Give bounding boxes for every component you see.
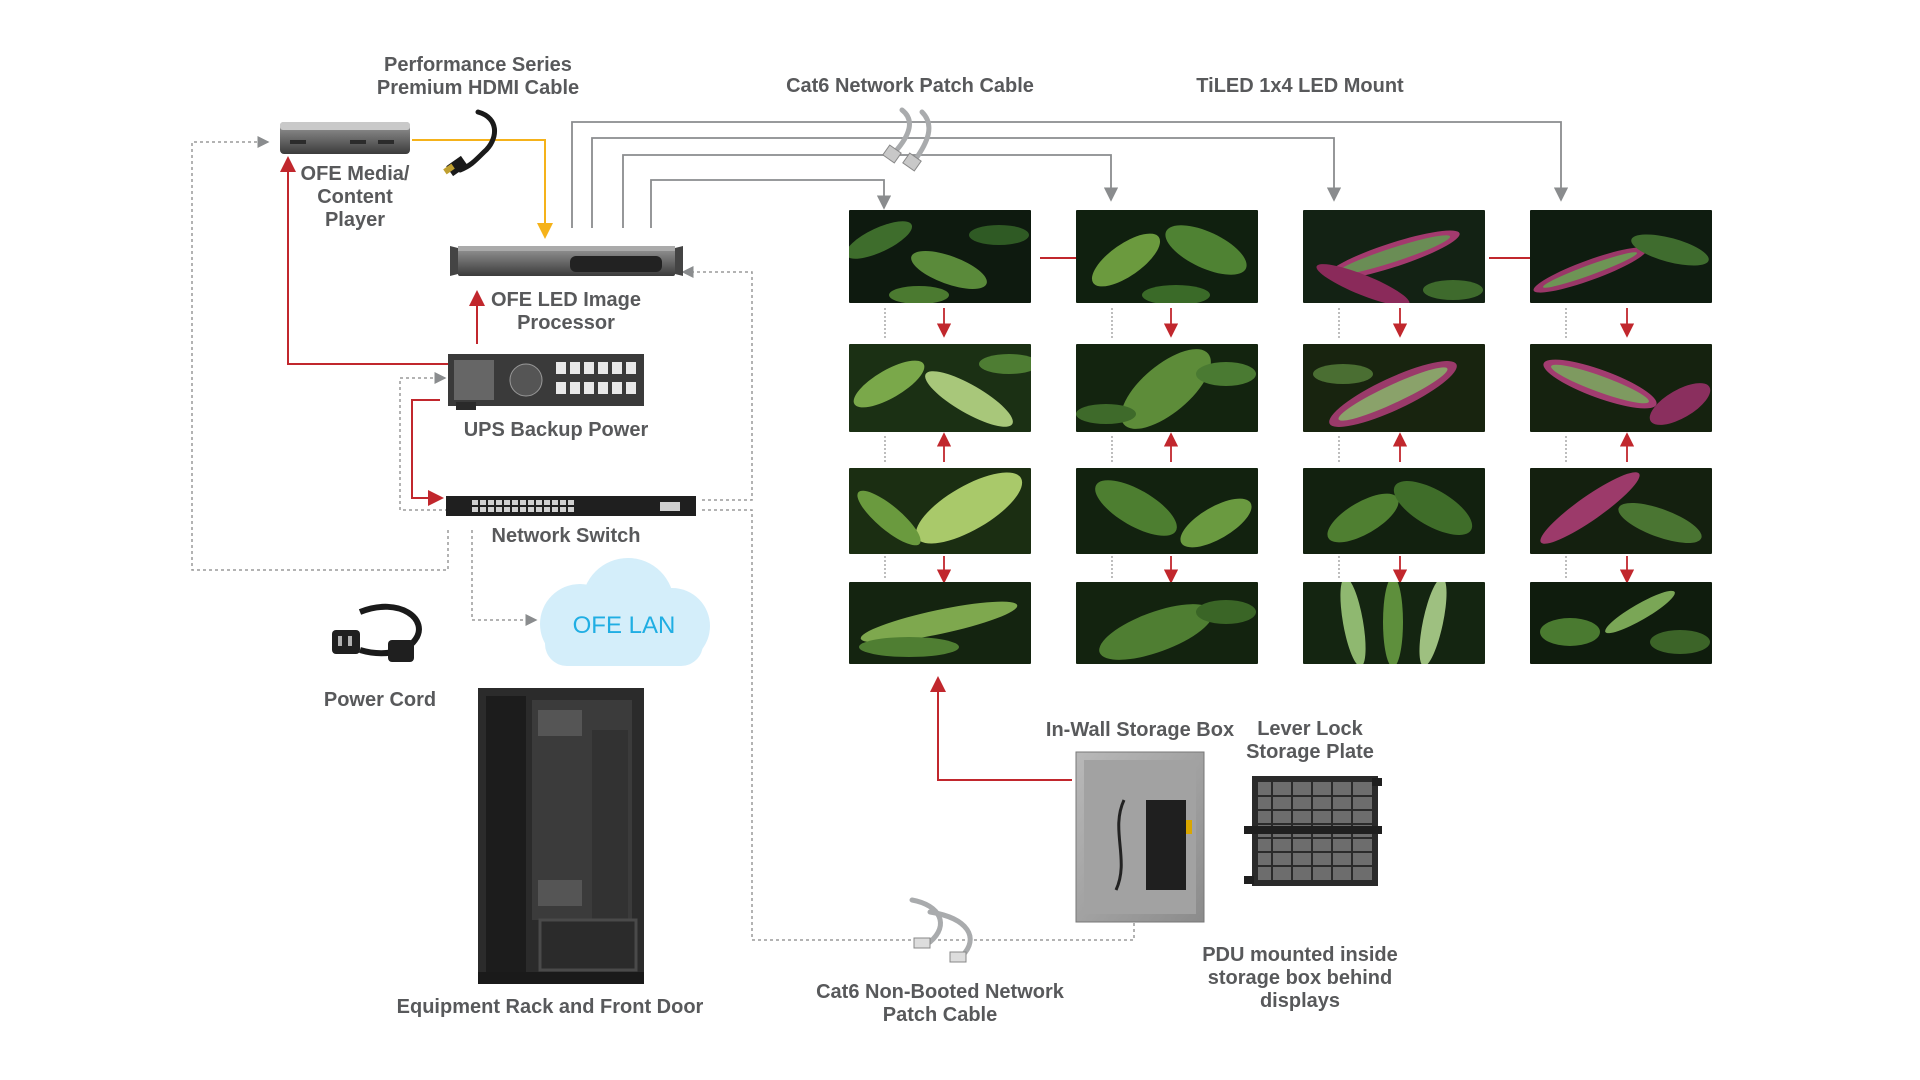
- switch-to-player-line: [191, 136, 449, 571]
- lan-label: OFE LAN: [572, 612, 676, 639]
- ups-label: UPS Backup Power: [463, 419, 649, 441]
- led-panel: [1530, 582, 1712, 664]
- led-panel: [1076, 468, 1258, 554]
- power-lines: [280, 156, 1072, 781]
- led-panel: [1076, 210, 1258, 303]
- power-cord-device: [332, 603, 422, 662]
- switch-to-box-line: [702, 509, 1135, 941]
- power-cord-label: Power Cord: [323, 689, 437, 711]
- hdmi-line: [412, 139, 553, 239]
- network-switch-device: [446, 496, 696, 516]
- hdmi-cable-device: [443, 109, 497, 177]
- switch-to-ups-line: [399, 372, 448, 511]
- lan-cloud: [540, 558, 710, 666]
- led-panel: [849, 582, 1031, 664]
- inwall-box-label: In-Wall Storage Box: [1045, 719, 1235, 741]
- led-panel: [849, 468, 1031, 554]
- led-panel: [1303, 344, 1485, 432]
- lever-lock-plate-device: [1244, 776, 1382, 886]
- image-processor-device: [450, 246, 683, 276]
- inwall-box-device: [1075, 751, 1205, 923]
- cat6-cable-top-device: [882, 107, 932, 172]
- led-panel: [1530, 210, 1712, 303]
- led-panel: [1303, 582, 1485, 664]
- led-panel: [849, 344, 1031, 432]
- led-panel: [1076, 344, 1258, 432]
- switch-to-lan-line: [471, 530, 538, 626]
- processor-to-panel-lines: [571, 121, 1569, 228]
- network-switch-label: Network Switch: [491, 525, 641, 547]
- equipment-rack-device: [478, 688, 644, 984]
- panel-vertical-links: [884, 308, 1635, 584]
- switch-to-processor-line: [681, 266, 753, 501]
- led-panel: [1530, 344, 1712, 432]
- cat6-patch-label: Cat6 Network Patch Cable: [786, 75, 1034, 97]
- equipment-rack-label: Equipment Rack and Front Door: [396, 996, 704, 1018]
- tiled-mount-label: TiLED 1x4 LED Mount: [1196, 75, 1404, 97]
- ups-device: [448, 354, 644, 410]
- led-panel: [1303, 210, 1485, 303]
- led-panel: [849, 210, 1031, 303]
- led-panel: [1303, 468, 1485, 554]
- led-panel: [1076, 582, 1258, 664]
- led-panel: [1530, 468, 1712, 554]
- cat6-cable-bottom-device: [909, 897, 973, 963]
- media-player-device: [280, 122, 410, 154]
